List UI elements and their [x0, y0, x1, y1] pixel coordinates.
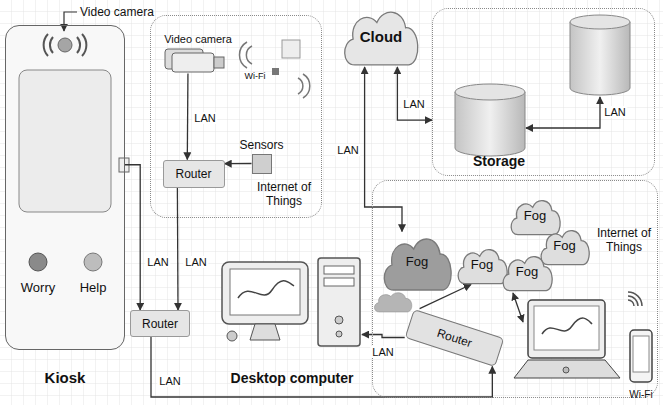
fog-cloud: Fog [380, 232, 455, 292]
fog-cloud: Fog [455, 245, 510, 285]
node-label: Internet of Things [250, 181, 318, 209]
edge-label: LAN [157, 375, 182, 387]
sensor: Sensors [252, 154, 272, 174]
lan-connector [177, 188, 179, 311]
iot-group: Internet of Things Video cameraSensorsRou… [150, 15, 322, 218]
node-label: Fog [516, 264, 538, 279]
cloud: Cloud [340, 5, 422, 67]
storage-cylinders [455, 15, 630, 156]
laptop-phone [513, 292, 652, 382]
edge-label: LAN [145, 256, 170, 268]
lan-connector [365, 67, 402, 232]
fog-cloud: Fog [538, 226, 592, 266]
desktop-computer: Desktop computer [222, 258, 362, 348]
edge-label: LAN [335, 144, 360, 156]
kiosk-drawing [5, 12, 129, 350]
wifi-icon [239, 40, 309, 98]
video-camera: Video camera [165, 48, 232, 74]
node-label: Video camera [164, 33, 232, 45]
node-label: Storage [473, 153, 525, 169]
node-label: Fog [471, 257, 493, 272]
router-box: Router [130, 310, 190, 337]
network-switch: Router [405, 309, 505, 367]
text-label: LAN [602, 106, 627, 118]
node-label: Internet of Things [593, 227, 655, 255]
edge-label: LAN [183, 256, 208, 268]
node-label: Desktop computer [222, 370, 362, 386]
text-label: Help [80, 280, 107, 295]
node-label: Router [435, 325, 474, 349]
node-label: Kiosk [6, 369, 124, 386]
edge-label: LAN [401, 98, 426, 110]
text-label: Wi-Fi [245, 71, 266, 81]
node-label: Cloud [360, 28, 403, 45]
router-box: Router [163, 160, 225, 188]
kiosk-housing: Kiosk [5, 25, 125, 350]
fog-cloud: Fog [500, 252, 555, 292]
desktop-drawing [222, 258, 360, 346]
storage-group: Storage [432, 8, 655, 176]
fog-iot-group: Internet of ThingsFogFogFogFogFogRouter [372, 180, 658, 398]
lan-connector [397, 67, 432, 120]
node-label: Fog [524, 208, 546, 223]
node-label: Fog [406, 254, 428, 269]
text-label: Worry [21, 280, 55, 295]
lan-connector [362, 335, 405, 338]
text-label: Video camera [80, 5, 154, 19]
node-label: Fog [553, 238, 575, 253]
lan-connector [125, 165, 140, 310]
lan-connector [187, 74, 189, 160]
node-label: Sensors [239, 138, 283, 152]
fog-cloud-decor [374, 293, 411, 312]
edge-label: LAN [370, 346, 395, 358]
node-label: Router [175, 167, 211, 181]
video-camera-icon [165, 49, 224, 72]
edge-label: LAN [192, 112, 217, 124]
node-label: Router [142, 317, 178, 331]
fog-cloud: Fog [508, 196, 563, 236]
lan-connector [225, 163, 252, 164]
